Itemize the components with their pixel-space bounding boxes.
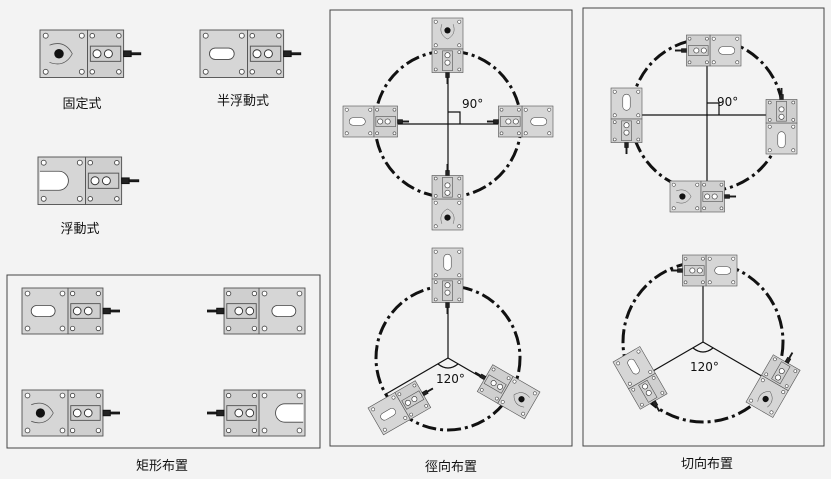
label-fixed: 固定式: [62, 97, 101, 112]
legend-floating: 浮動式: [37, 156, 140, 237]
label-angle-120-tangential: 120°: [690, 360, 719, 374]
rectangular-layout: 矩形布置: [6, 274, 321, 474]
label-floating: 浮動式: [60, 222, 99, 237]
label-angle-90-tangential: 90°: [717, 95, 738, 109]
label-rectangular-layout: 矩形布置: [136, 459, 188, 474]
radial-layout: 90° 120° 徑向布置: [329, 9, 573, 475]
label-angle-90-radial: 90°: [462, 97, 483, 111]
label-radial-layout: 徑向布置: [425, 459, 477, 475]
label-semi-floating: 半浮動式: [217, 94, 269, 109]
legend-fixed: 固定式: [39, 29, 142, 112]
label-tangential-layout: 切向布置: [681, 456, 733, 472]
label-angle-120-radial: 120°: [436, 372, 465, 386]
tangential-layout: 90° 120° 切向布置: [582, 7, 825, 472]
legend-semi-floating: 半浮動式: [199, 29, 302, 109]
